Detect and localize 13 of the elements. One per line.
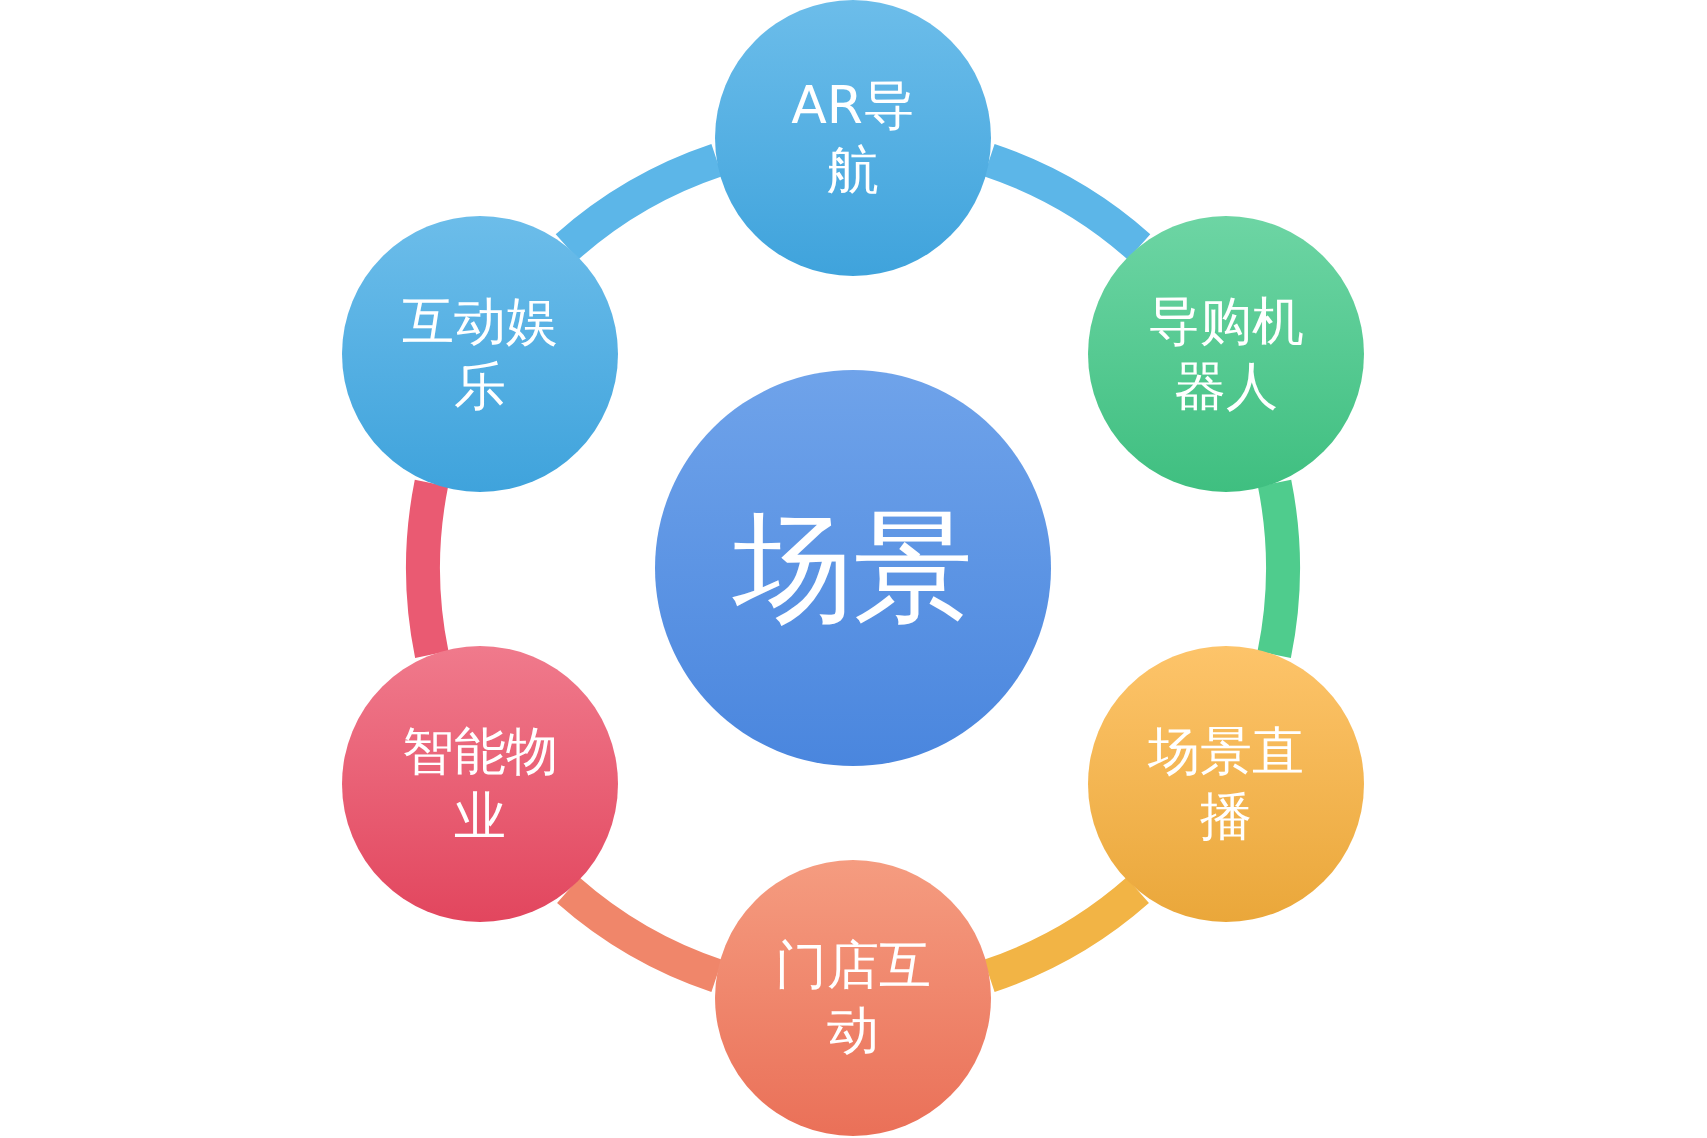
center-circle: 场景	[655, 370, 1051, 766]
ring-arc	[406, 480, 449, 658]
topic-circle: 场景直播	[1088, 646, 1364, 922]
ring-arc	[556, 144, 723, 261]
topic-circle: AR导航	[715, 0, 991, 276]
ring-arc	[983, 876, 1149, 992]
topic-circle: 互动娱乐	[342, 216, 618, 492]
topic-circle: 智能物业	[342, 646, 618, 922]
ring-arc	[1257, 480, 1300, 658]
ring-arc	[983, 144, 1150, 261]
topic-circle: 导购机器人	[1088, 216, 1364, 492]
topic-circle: 门店互动	[715, 860, 991, 1136]
ring-arc	[557, 876, 723, 992]
